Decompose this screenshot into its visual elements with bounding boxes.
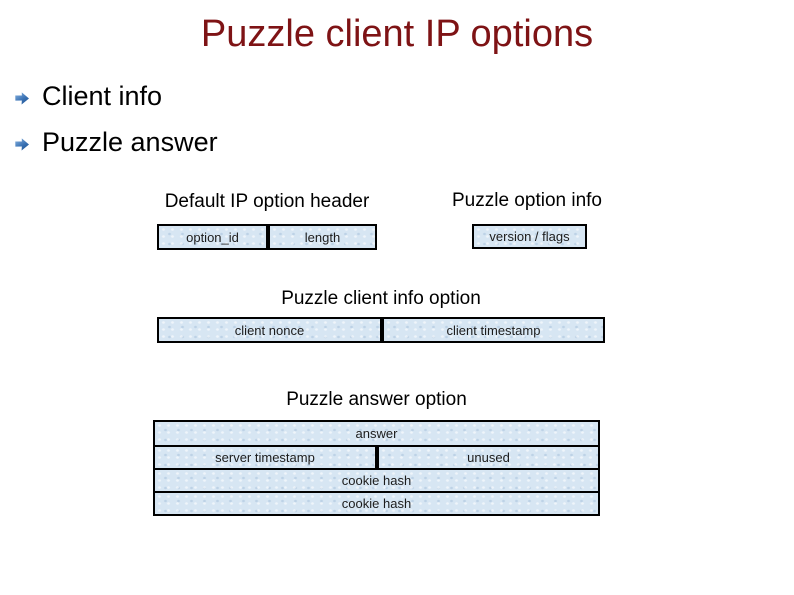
- bullet-item-client-info: Client info: [15, 80, 162, 112]
- field-client-timestamp: client timestamp: [380, 319, 603, 341]
- table-row: cookie hash: [155, 491, 598, 514]
- field-answer: answer: [155, 422, 598, 445]
- slide-title: Puzzle client IP options: [200, 13, 594, 55]
- bullet-label: Client info: [42, 81, 163, 111]
- field-option-id: option_id: [159, 226, 266, 248]
- diagram-title-puzzle-option-info: Puzzle option info: [452, 190, 602, 211]
- diagram-title-puzzle-client-info-option: Puzzle client info option: [281, 288, 481, 309]
- bullet-item-puzzle-answer: Puzzle answer: [15, 126, 218, 158]
- table-row: cookie hash: [155, 468, 598, 491]
- field-client-nonce: client nonce: [159, 319, 380, 341]
- blue-3d-arrow-icon: [15, 138, 29, 151]
- answer-option-table: answer server timestamp unused cookie ha…: [153, 420, 600, 516]
- table-row: server timestamp unused: [155, 445, 598, 468]
- field-cookie-hash-2: cookie hash: [155, 493, 598, 514]
- field-cookie-hash-1: cookie hash: [155, 470, 598, 491]
- diagram-title-puzzle-answer-option: Puzzle answer option: [286, 389, 467, 410]
- blue-3d-arrow-icon: [15, 92, 29, 105]
- default-header-row: option_id length: [157, 224, 377, 250]
- field-version-flags: version / flags: [474, 226, 585, 247]
- field-server-timestamp: server timestamp: [155, 447, 375, 468]
- table-row: answer: [155, 422, 598, 445]
- option-info-row: version / flags: [472, 224, 587, 249]
- field-length: length: [266, 226, 375, 248]
- diagram-title-default-ip-option-header: Default IP option header: [164, 191, 370, 212]
- bullet-label: Puzzle answer: [42, 127, 218, 157]
- client-info-row: client nonce client timestamp: [157, 317, 605, 343]
- field-unused: unused: [375, 447, 598, 468]
